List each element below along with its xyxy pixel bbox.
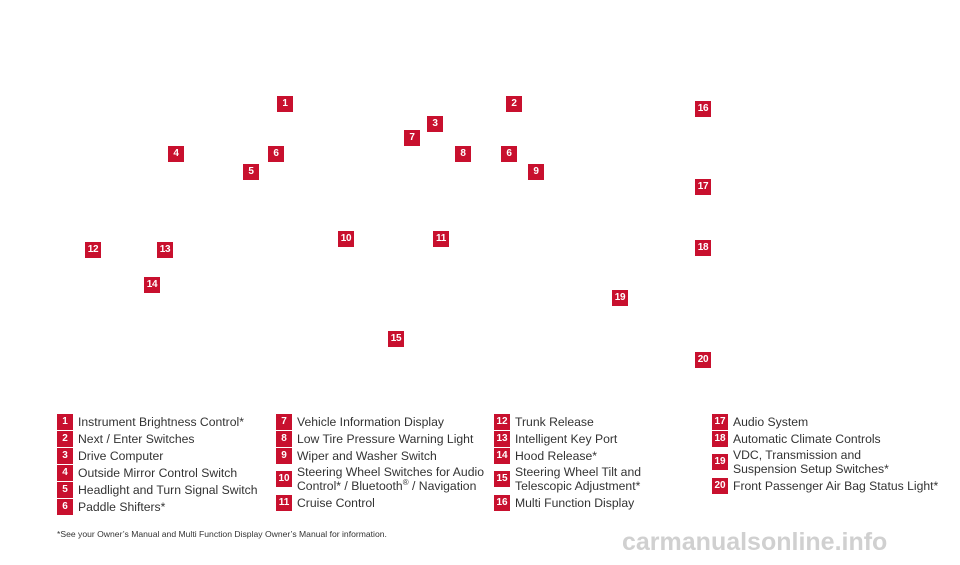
- legend-label: Vehicle Information Display: [297, 415, 444, 429]
- legend-number: 14: [494, 448, 510, 464]
- legend-item-10: 10 Steering Wheel Switches for Audio Con…: [276, 465, 484, 493]
- legend-label: Automatic Climate Controls: [733, 432, 881, 446]
- legend-number: 3: [57, 448, 73, 464]
- legend-number: 5: [57, 482, 73, 498]
- legend-number: 19: [712, 454, 728, 470]
- legend-column-4: 17 Audio System 18 Automatic Climate Con…: [712, 414, 938, 495]
- legend-item-19: 19 VDC, Transmission and Suspension Setu…: [712, 448, 938, 476]
- callout-15: 15: [388, 331, 404, 347]
- legend-label-line1: VDC, Transmission and: [733, 448, 862, 462]
- legend-label: Low Tire Pressure Warning Light: [297, 432, 474, 446]
- legend-number: 8: [276, 431, 292, 447]
- legend-number: 15: [494, 471, 510, 487]
- callout-12: 12: [85, 242, 101, 258]
- legend-item-9: 9 Wiper and Washer Switch: [276, 448, 484, 464]
- legend-column-3: 12 Trunk Release 13 Intelligent Key Port…: [494, 414, 641, 512]
- legend-item-17: 17 Audio System: [712, 414, 938, 430]
- legend-label-line1: Steering Wheel Tilt and: [515, 465, 642, 479]
- legend-number: 20: [712, 478, 728, 494]
- legend-number: 17: [712, 414, 728, 430]
- callout-17: 17: [695, 179, 711, 195]
- legend-number: 12: [494, 414, 510, 430]
- legend-item-13: 13 Intelligent Key Port: [494, 431, 641, 447]
- callout-7: 7: [404, 130, 420, 146]
- callout-14: 14: [144, 277, 160, 293]
- legend-item-15: 15 Steering Wheel Tilt and Telescopic Ad…: [494, 465, 641, 493]
- legend-item-11: 11 Cruise Control: [276, 495, 484, 511]
- callout-9: 9: [528, 164, 544, 180]
- legend-label: Trunk Release: [515, 415, 594, 429]
- legend-label: Steering Wheel Switches for Audio Contro…: [297, 465, 484, 493]
- legend-column-1: 1 Instrument Brightness Control* 2 Next …: [57, 414, 258, 516]
- legend-label: Wiper and Washer Switch: [297, 449, 437, 463]
- callout-20: 20: [695, 352, 711, 368]
- callout-6-left: 6: [268, 146, 284, 162]
- callout-2: 2: [506, 96, 522, 112]
- callout-16: 16: [695, 101, 711, 117]
- legend-item-5: 5 Headlight and Turn Signal Switch: [57, 482, 258, 498]
- legend-number: 4: [57, 465, 73, 481]
- callout-10: 10: [338, 231, 354, 247]
- legend-label-line2: Telescopic Adjustment*: [515, 479, 641, 493]
- legend-item-1: 1 Instrument Brightness Control*: [57, 414, 258, 430]
- legend-number: 6: [57, 499, 73, 515]
- callout-4: 4: [168, 146, 184, 162]
- legend-label: Drive Computer: [78, 449, 164, 463]
- callout-13: 13: [157, 242, 173, 258]
- legend-label: Audio System: [733, 415, 809, 429]
- legend-item-7: 7 Vehicle Information Display: [276, 414, 484, 430]
- legend-label: Outside Mirror Control Switch: [78, 466, 238, 480]
- legend-column-2: 7 Vehicle Information Display 8 Low Tire…: [276, 414, 484, 512]
- registered-mark: ®: [402, 477, 409, 487]
- legend-label: Intelligent Key Port: [515, 432, 618, 446]
- callout-19: 19: [612, 290, 628, 306]
- legend-label: Hood Release*: [515, 449, 597, 463]
- legend-label: Front Passenger Air Bag Status Light*: [733, 479, 939, 493]
- legend-number: 2: [57, 431, 73, 447]
- legend-label: Instrument Brightness Control*: [78, 415, 244, 429]
- legend-label: Paddle Shifters*: [78, 500, 166, 514]
- legend-item-20: 20 Front Passenger Air Bag Status Light*: [712, 478, 938, 494]
- legend-label-line2: Control* / Bluetooth: [297, 479, 403, 493]
- legend-label: Next / Enter Switches: [78, 432, 195, 446]
- legend-label: Headlight and Turn Signal Switch: [78, 483, 258, 497]
- legend-label-line1: Steering Wheel Switches for Audio: [297, 465, 484, 479]
- callout-11: 11: [433, 231, 449, 247]
- legend-item-8: 8 Low Tire Pressure Warning Light: [276, 431, 484, 447]
- legend-number: 16: [494, 495, 510, 511]
- legend-item-4: 4 Outside Mirror Control Switch: [57, 465, 258, 481]
- legend-item-14: 14 Hood Release*: [494, 448, 641, 464]
- callout-1: 1: [277, 96, 293, 112]
- legend-number: 9: [276, 448, 292, 464]
- footnote: *See your Owner’s Manual and Multi Funct…: [57, 529, 387, 539]
- legend-number: 7: [276, 414, 292, 430]
- legend-number: 10: [276, 471, 292, 487]
- legend-label: Cruise Control: [297, 496, 375, 510]
- callout-6-right: 6: [501, 146, 517, 162]
- legend-item-3: 3 Drive Computer: [57, 448, 258, 464]
- legend-label-line2-end: / Navigation: [408, 479, 477, 493]
- legend-number: 11: [276, 495, 292, 511]
- legend-number: 18: [712, 431, 728, 447]
- legend-label: Steering Wheel Tilt and Telescopic Adjus…: [515, 465, 641, 493]
- legend-item-18: 18 Automatic Climate Controls: [712, 431, 938, 447]
- watermark: carmanualsonline.info: [622, 528, 888, 556]
- legend-item-2: 2 Next / Enter Switches: [57, 431, 258, 447]
- legend-item-6: 6 Paddle Shifters*: [57, 499, 258, 515]
- legend-number: 1: [57, 414, 73, 430]
- legend-label-line2: Suspension Setup Switches*: [733, 462, 889, 476]
- callout-8: 8: [455, 146, 471, 162]
- legend-label: Multi Function Display: [515, 496, 635, 510]
- legend-item-16: 16 Multi Function Display: [494, 495, 641, 511]
- legend-item-12: 12 Trunk Release: [494, 414, 641, 430]
- callout-5: 5: [243, 164, 259, 180]
- callout-3: 3: [427, 116, 443, 132]
- legend-number: 13: [494, 431, 510, 447]
- legend-label: VDC, Transmission and Suspension Setup S…: [733, 448, 889, 476]
- callout-18: 18: [695, 240, 711, 256]
